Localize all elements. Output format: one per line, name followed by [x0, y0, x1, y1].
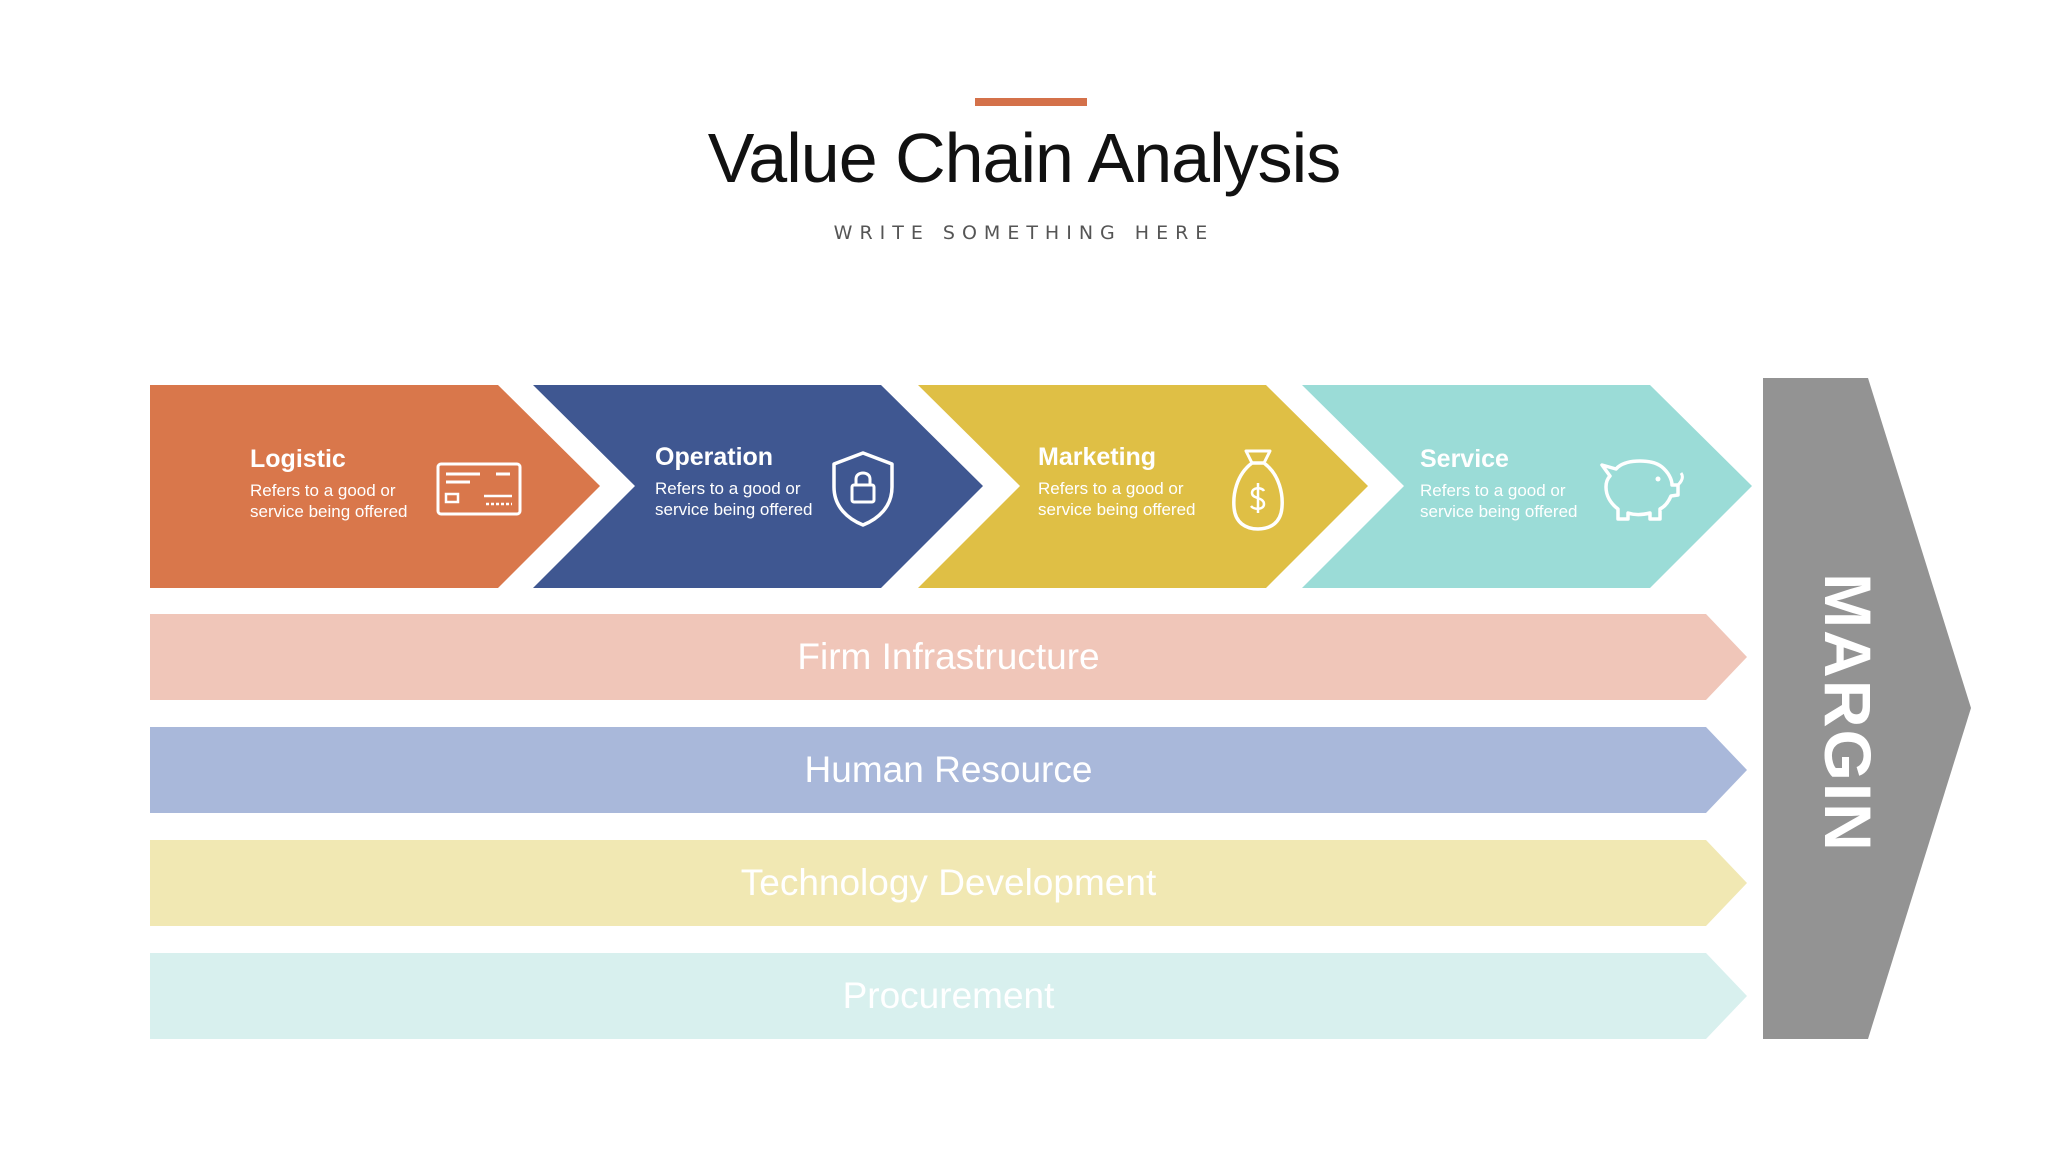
chevron-fill [918, 385, 1368, 588]
chevron-title: Marketing [1038, 443, 1157, 471]
support-arrow-shape [150, 953, 1747, 1039]
chevron-title: Logistic [250, 445, 346, 473]
chevron-text: Operation Refers to a good or service be… [655, 443, 830, 520]
chevron-description: Refers to a good or service being offere… [655, 479, 813, 519]
page-subtitle: WRITE SOMETHING HERE [833, 222, 1215, 244]
title-accent-bar [975, 98, 1087, 106]
chevron-fill [533, 385, 983, 588]
support-bar-human-resource[interactable]: Human Resource [150, 727, 1747, 813]
support-label: Technology Development [740, 862, 1157, 903]
chevron-title: Operation [655, 443, 774, 471]
chevron-description: Refers to a good or service being offere… [250, 481, 408, 521]
chevron-service[interactable]: Service Refers to a good or service bein… [1302, 385, 1752, 588]
chevron-title: Service [1420, 445, 1509, 473]
chevron-text: Logistic Refers to a good or service bei… [250, 445, 425, 522]
support-label: Human Resource [804, 749, 1093, 790]
support-arrow-shape [150, 614, 1747, 700]
support-label: Procurement [842, 975, 1055, 1016]
money-bag-icon [1232, 449, 1284, 531]
support-arrow-shape [150, 840, 1747, 926]
chevron-text: Service Refers to a good or service bein… [1420, 445, 1595, 522]
credit-card-icon [436, 462, 522, 516]
chevron-description: Refers to a good or service being offere… [1420, 481, 1578, 521]
support-arrow-shape [150, 727, 1747, 813]
chevron-shape [533, 385, 983, 588]
shield-lock-icon [832, 451, 894, 527]
chevron-fill [1302, 385, 1752, 588]
chevron-marketing[interactable]: Marketing Refers to a good or service be… [918, 385, 1368, 588]
support-bar-procurement[interactable]: Procurement [150, 953, 1747, 1039]
margin-arrow[interactable] [1763, 378, 1973, 1039]
margin-arrow-shape [1763, 378, 1971, 1039]
chevron-operation[interactable]: Operation Refers to a good or service be… [533, 385, 983, 588]
chevron-shape [150, 385, 600, 588]
chevron-description: Refers to a good or service being offere… [1038, 479, 1196, 519]
chevron-shape [918, 385, 1368, 588]
chevron-shape [1302, 385, 1752, 588]
support-bar-firm-infrastructure[interactable]: Firm Infrastructure [150, 614, 1747, 700]
chevron-logistic[interactable]: Logistic Refers to a good or service bei… [150, 385, 600, 588]
margin-label: MARGIN [1768, 568, 1928, 858]
chevron-text: Marketing Refers to a good or service be… [1038, 443, 1213, 520]
chevron-fill [150, 385, 600, 588]
support-label: Firm Infrastructure [797, 636, 1100, 677]
page-title: Value Chain Analysis [707, 119, 1341, 197]
support-bar-technology-development[interactable]: Technology Development [150, 840, 1747, 926]
margin-label-text: MARGIN [1811, 573, 1885, 853]
piggy-bank-icon [1600, 459, 1684, 521]
